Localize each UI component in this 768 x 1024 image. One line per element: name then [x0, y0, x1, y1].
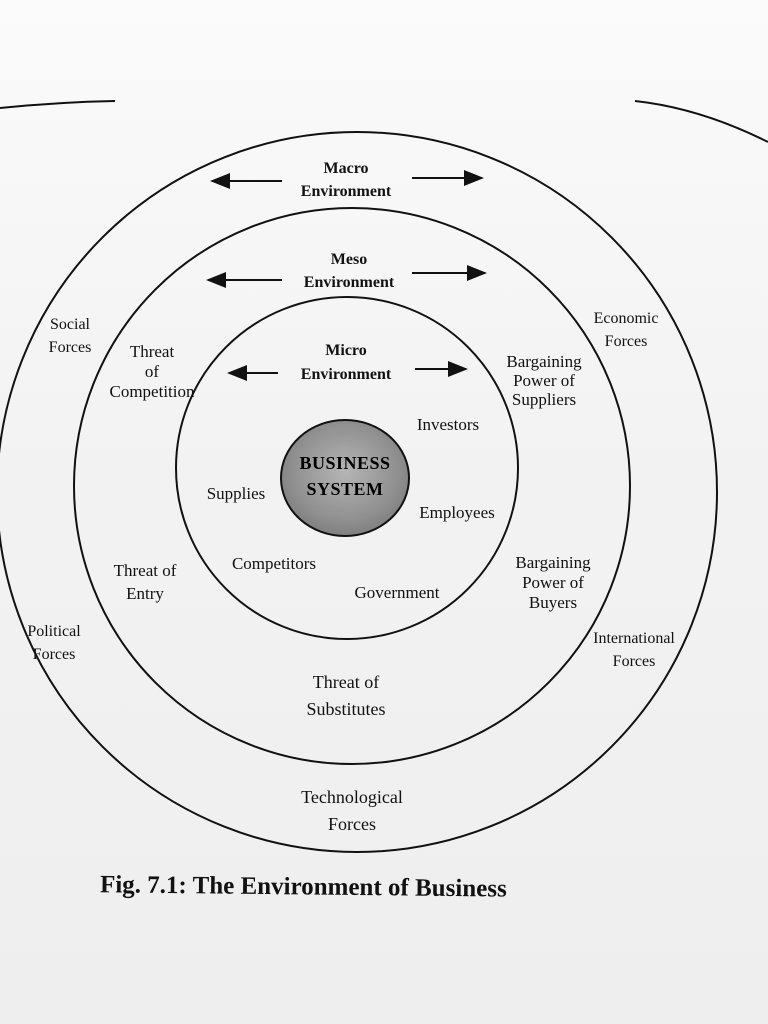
- economic-forces-label: Economic Forces: [593, 310, 659, 350]
- micro-environment-title: Micro Environment: [300, 342, 392, 383]
- page-edge-right: [634, 100, 768, 143]
- figure-caption: Fig. 7.1: The Environment of Business: [99, 871, 507, 903]
- social-forces-label: Social Forces: [48, 316, 92, 356]
- competitors-label: Competitors: [231, 554, 317, 573]
- employees-label: Employees: [419, 503, 495, 522]
- government-label: Government: [354, 583, 440, 602]
- investors-label: Investors: [416, 415, 480, 434]
- bargaining-power-buyers-label: Bargaining Power of Buyers: [515, 553, 591, 612]
- bargaining-power-suppliers-label: Bargaining Power of Suppliers: [506, 352, 582, 409]
- threat-of-competition-label: Threat of Competition: [109, 342, 195, 401]
- business-core: [280, 419, 410, 537]
- threat-of-substitutes-label: Threat of Substitutes: [306, 672, 386, 719]
- international-forces-label: International Forces: [593, 630, 675, 670]
- macro-environment-title: Macro Environment: [300, 160, 392, 200]
- political-forces-label: Political Forces: [27, 623, 81, 663]
- business-system-label: BUSINESS SYSTEM: [299, 453, 391, 499]
- threat-of-entry-label: Threat of Entry: [113, 561, 177, 603]
- meso-ring: [73, 207, 631, 765]
- page-edge-left: [0, 100, 116, 109]
- technological-forces-label: Technological Forces: [301, 787, 403, 834]
- micro-ring: [175, 296, 519, 640]
- supplies-label: Supplies: [206, 484, 266, 503]
- meso-environment-title: Meso Environment: [303, 251, 395, 291]
- macro-ring: [0, 131, 718, 853]
